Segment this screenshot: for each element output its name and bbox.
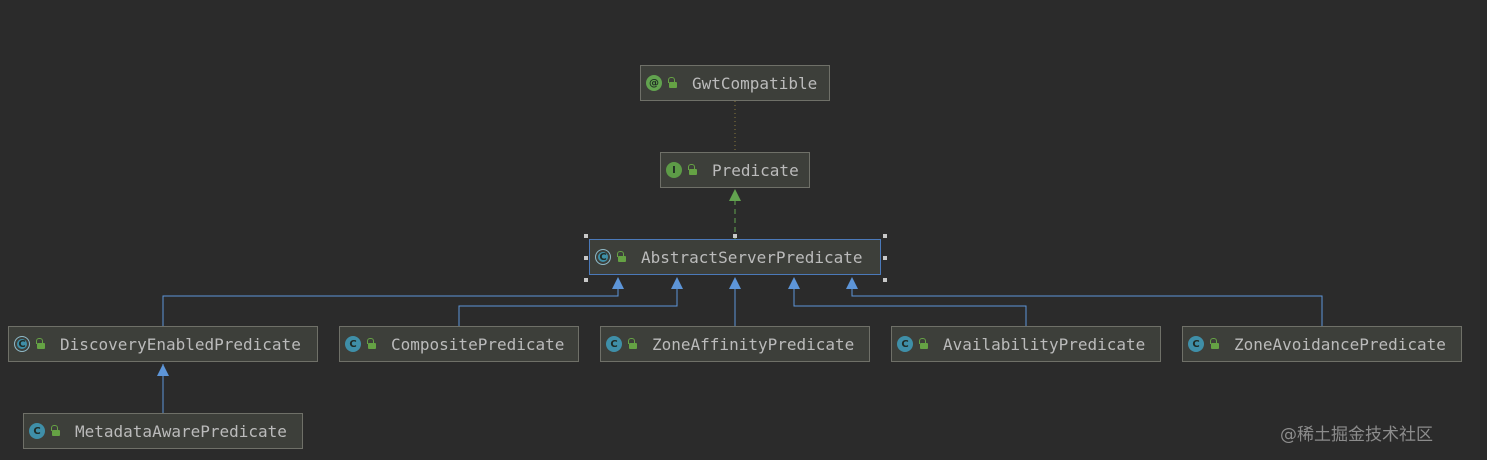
edge-composite-abstract (458, 278, 678, 326)
class-icon: C (897, 336, 913, 352)
selection-handle[interactable] (584, 256, 588, 260)
node-discovery-enabled-predicate[interactable]: C DiscoveryEnabledPredicate (8, 326, 318, 362)
node-label: CompositePredicate (391, 334, 565, 354)
extends-arrowhead (729, 277, 741, 289)
node-label: Predicate (712, 160, 799, 180)
node-label: ZoneAvoidancePredicate (1234, 334, 1446, 354)
node-predicate[interactable]: I Predicate (660, 152, 810, 188)
public-lock-icon (666, 77, 678, 89)
extends-arrowhead (612, 277, 624, 289)
edge-zoneavoidance-abstract (851, 278, 1323, 326)
public-lock-icon (626, 338, 638, 350)
public-lock-icon (686, 164, 698, 176)
selection-handle[interactable] (733, 234, 737, 238)
extends-arrowhead (157, 364, 169, 376)
public-lock-icon (1208, 338, 1220, 350)
node-label: GwtCompatible (692, 73, 818, 93)
node-availability-predicate[interactable]: C AvailabilityPredicate (891, 326, 1161, 362)
selection-handle[interactable] (584, 234, 588, 238)
extends-arrowhead (788, 277, 800, 289)
abstract-class-icon: C (14, 336, 30, 352)
class-icon: C (29, 423, 45, 439)
implements-arrowhead (729, 189, 741, 201)
extends-arrowhead (671, 277, 683, 289)
class-icon: C (1188, 336, 1204, 352)
abstract-class-icon: C (595, 249, 611, 265)
annotation-icon: @ (646, 75, 662, 91)
selection-handle[interactable] (883, 278, 887, 282)
selection-handle[interactable] (883, 256, 887, 260)
public-lock-icon (615, 251, 627, 263)
node-label: DiscoveryEnabledPredicate (60, 334, 301, 354)
node-label: AvailabilityPredicate (943, 334, 1146, 354)
public-lock-icon (34, 338, 46, 350)
extends-arrowhead (846, 277, 858, 289)
edge-discovery-abstract (162, 278, 619, 326)
selection-handle[interactable] (883, 234, 887, 238)
node-gwt-compatible[interactable]: @ GwtCompatible (640, 65, 830, 101)
node-label: AbstractServerPredicate (641, 247, 863, 267)
node-abstract-server-predicate[interactable]: C AbstractServerPredicate (589, 239, 881, 275)
node-zone-affinity-predicate[interactable]: C ZoneAffinityPredicate (600, 326, 870, 362)
node-zone-avoidance-predicate[interactable]: C ZoneAvoidancePredicate (1182, 326, 1462, 362)
public-lock-icon (49, 425, 61, 437)
interface-icon: I (666, 162, 682, 178)
selection-handle[interactable] (584, 278, 588, 282)
node-label: ZoneAffinityPredicate (652, 334, 855, 354)
watermark: @稀土掘金技术社区 (1280, 425, 1433, 445)
node-label: MetadataAwarePredicate (75, 421, 287, 441)
public-lock-icon (365, 338, 377, 350)
node-composite-predicate[interactable]: C CompositePredicate (339, 326, 579, 362)
edge-availability-abstract (793, 278, 1027, 326)
public-lock-icon (917, 338, 929, 350)
class-icon: C (345, 336, 361, 352)
class-icon: C (606, 336, 622, 352)
node-metadata-aware-predicate[interactable]: C MetadataAwarePredicate (23, 413, 303, 449)
